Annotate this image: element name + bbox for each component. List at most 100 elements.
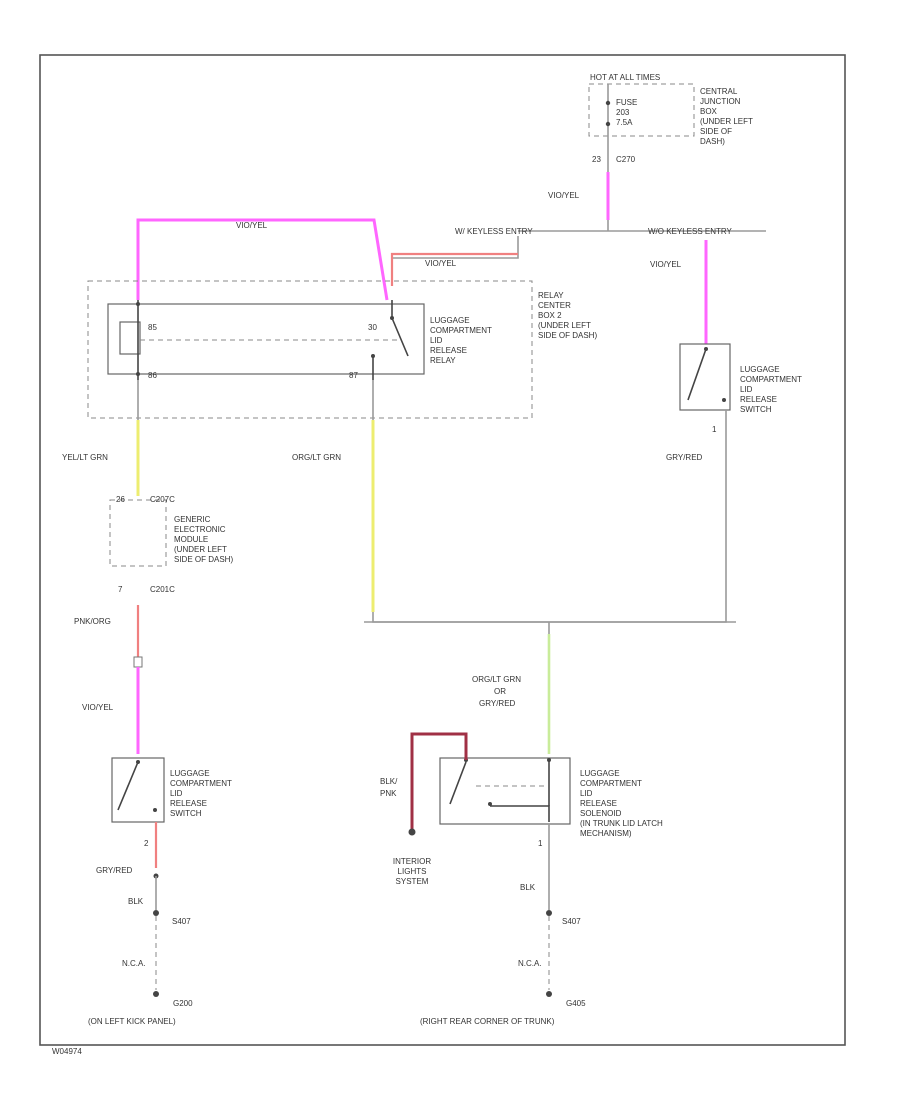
fuse-pin: 23 xyxy=(592,155,601,164)
wire-label-yel-lt-grn: YEL/LT GRN xyxy=(62,453,108,462)
junction-box-location: CENTRAL JUNCTION BOX (UNDER LEFT SIDE OF… xyxy=(700,87,753,146)
ground-left-icon xyxy=(153,991,159,997)
svg-text:RELAY: RELAY xyxy=(430,356,456,365)
svg-text:CENTER: CENTER xyxy=(538,301,571,310)
svg-text:MODULE: MODULE xyxy=(174,535,208,544)
ground-left-label: G200 xyxy=(173,999,193,1008)
svg-text:LUGGAGE: LUGGAGE xyxy=(740,365,780,374)
svg-text:RELEASE: RELEASE xyxy=(580,799,617,808)
diagram-frame xyxy=(39,54,846,1046)
wire-label-vio-yel-fuse: VIO/YEL xyxy=(548,191,580,200)
relay-body xyxy=(107,303,425,375)
relay-contact-icon xyxy=(391,317,409,357)
interior-lights-system: INTERIOR LIGHTS SYSTEM xyxy=(393,857,431,886)
luggage-release-switch-left: LUGGAGE COMPARTMENT LID RELEASE SWITCH 2 xyxy=(111,757,232,848)
wire-blk-pnk xyxy=(410,732,468,830)
relay-pin-87: 87 xyxy=(349,371,358,380)
wire-label-blk-left: BLK xyxy=(128,897,144,906)
svg-text:MECHANISM): MECHANISM) xyxy=(580,829,632,838)
right-switch-body xyxy=(679,343,731,411)
wire-label-gry-red-left: GRY/RED xyxy=(96,866,133,875)
svg-text:LIGHTS: LIGHTS xyxy=(398,867,427,876)
svg-text:CENTRAL: CENTRAL xyxy=(700,87,738,96)
splice-label-keyless: W/ KEYLESS ENTRY xyxy=(455,227,533,236)
svg-text:RELEASE: RELEASE xyxy=(740,395,777,404)
wire-label-blk-right: BLK xyxy=(520,883,536,892)
gem-connector-top: C207C xyxy=(150,495,175,504)
luggage-release-switch-right: LUGGAGE COMPARTMENT LID RELEASE SWITCH 1 xyxy=(679,343,802,434)
solenoid-pin: 1 xyxy=(538,839,543,848)
svg-text:SOLENOID: SOLENOID xyxy=(580,809,622,818)
svg-text:COMPARTMENT: COMPARTMENT xyxy=(170,779,232,788)
svg-text:SIDE OF DASH): SIDE OF DASH) xyxy=(538,331,597,340)
svg-text:COMPARTMENT: COMPARTMENT xyxy=(580,779,642,788)
ground-right-location: (RIGHT REAR CORNER OF TRUNK) xyxy=(420,1017,555,1026)
ground-left-location: (ON LEFT KICK PANEL) xyxy=(88,1017,176,1026)
left-switch-icon xyxy=(117,761,139,811)
wire-label-blk-pnk: BLK/ PNK xyxy=(380,777,398,798)
wire-label-vio-yel-right: VIO/YEL xyxy=(650,260,682,269)
svg-text:INTERIOR: INTERIOR xyxy=(393,857,431,866)
relay-pin-86: 86 xyxy=(148,371,157,380)
wire-vio-yel-relay30 xyxy=(390,252,518,286)
svg-text:ELECTRONIC: ELECTRONIC xyxy=(174,525,226,534)
right-switch-pin: 1 xyxy=(712,425,717,434)
central-junction-box-outline xyxy=(588,83,695,137)
svg-text:RELEASE: RELEASE xyxy=(430,346,467,355)
svg-text:RELAY: RELAY xyxy=(538,291,564,300)
splice-right-label: S407 xyxy=(562,917,581,926)
gem-pin-bottom: 7 xyxy=(118,585,123,594)
svg-text:ORG/LT GRN: ORG/LT GRN xyxy=(472,675,521,684)
svg-text:LUGGAGE: LUGGAGE xyxy=(430,316,470,325)
interior-lights-connector-icon xyxy=(408,828,416,836)
hot-label: HOT AT ALL TIMES xyxy=(590,73,660,82)
right-switch-icon xyxy=(687,348,707,401)
svg-text:SYSTEM: SYSTEM xyxy=(396,877,429,886)
solenoid-body xyxy=(439,757,571,825)
inline-connector-icon xyxy=(133,656,143,668)
svg-text:BOX: BOX xyxy=(700,107,718,116)
gem-outline xyxy=(109,499,167,567)
svg-text:LID: LID xyxy=(430,336,443,345)
svg-text:LUGGAGE: LUGGAGE xyxy=(170,769,210,778)
svg-text:DASH): DASH) xyxy=(700,137,725,146)
svg-text:LID: LID xyxy=(170,789,183,798)
fuse-label: FUSE xyxy=(616,98,637,107)
svg-text:LID: LID xyxy=(580,789,593,798)
svg-text:SIDE OF DASH): SIDE OF DASH) xyxy=(174,555,233,564)
wire-label-gry-red-right: GRY/RED xyxy=(666,453,703,462)
svg-text:BOX 2: BOX 2 xyxy=(538,311,562,320)
svg-text:LUGGAGE: LUGGAGE xyxy=(580,769,620,778)
relay-coil-icon xyxy=(119,321,141,355)
svg-text:COMPARTMENT: COMPARTMENT xyxy=(430,326,492,335)
svg-text:RELEASE: RELEASE xyxy=(170,799,207,808)
wire-label-pnk-org: PNK/ORG xyxy=(74,617,111,626)
ground-right-icon xyxy=(546,991,552,997)
svg-text:JUNCTION: JUNCTION xyxy=(700,97,741,106)
svg-text:LID: LID xyxy=(740,385,753,394)
svg-text:GENERIC: GENERIC xyxy=(174,515,211,524)
left-nca-label: N.C.A. xyxy=(122,959,146,968)
svg-text:PNK: PNK xyxy=(380,789,397,798)
fuse-icon xyxy=(605,100,611,106)
luggage-relay: 85 86 30 87 LUGGAGE COMPARTMENT LID RELE… xyxy=(107,300,492,380)
svg-text:BLK/: BLK/ xyxy=(380,777,398,786)
svg-text:SWITCH: SWITCH xyxy=(740,405,772,414)
relay-center-outline xyxy=(87,280,533,419)
figure-id: W04974 xyxy=(52,1047,82,1056)
svg-text:(IN TRUNK LID LATCH: (IN TRUNK LID LATCH xyxy=(580,819,663,828)
relay-pin-85: 85 xyxy=(148,323,157,332)
svg-text:(UNDER LEFT: (UNDER LEFT xyxy=(700,117,753,126)
svg-text:(UNDER LEFT: (UNDER LEFT xyxy=(174,545,227,554)
svg-text:SWITCH: SWITCH xyxy=(170,809,202,818)
splice-right xyxy=(546,910,552,916)
wire-label-solenoid-feed: ORG/LT GRN OR GRY/RED xyxy=(472,675,521,708)
solenoid-switch-icon xyxy=(449,761,467,805)
generic-electronic-module: 26 C207C GENERIC ELECTRONIC MODULE (UNDE… xyxy=(109,495,233,594)
relay-pin-30: 30 xyxy=(368,323,377,332)
wire-label-vio-yel-top: VIO/YEL xyxy=(236,221,268,230)
left-switch-pin: 2 xyxy=(144,839,149,848)
svg-text:OR: OR xyxy=(494,687,506,696)
relay-center-box: RELAY CENTER BOX 2 (UNDER LEFT SIDE OF D… xyxy=(87,280,597,419)
